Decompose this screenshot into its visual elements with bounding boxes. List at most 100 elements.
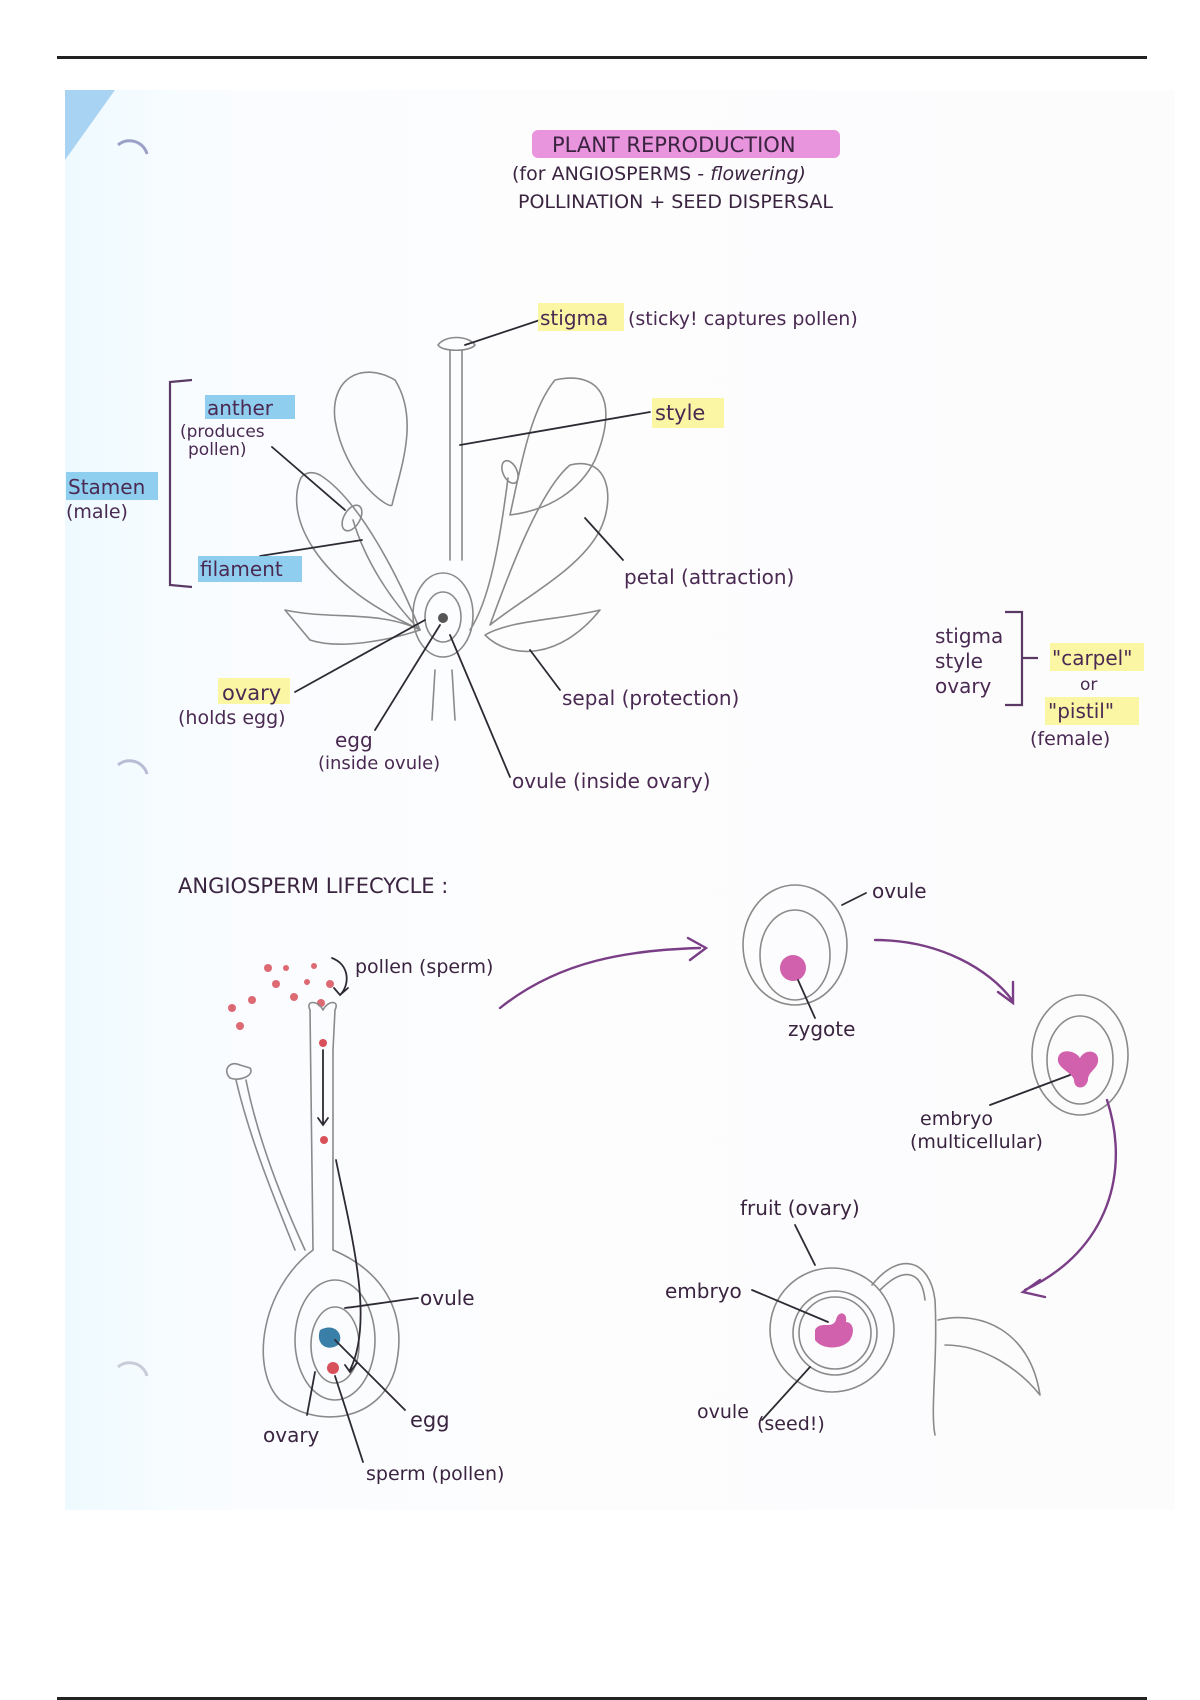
ovule-leader (449, 634, 511, 778)
label-petal: petal (attraction) (624, 565, 794, 589)
tube-arrow (317, 1049, 329, 1127)
flower-drawing (284, 336, 609, 721)
anther-right (501, 459, 519, 485)
embryo-shape (1057, 1051, 1099, 1088)
label-ovule-top: ovule (872, 879, 927, 903)
carpel-part-ovary: ovary (935, 674, 992, 698)
sperm-cell (327, 1362, 339, 1374)
carpel-name: "carpel" (1052, 646, 1132, 670)
fruit-stem (871, 1262, 937, 1436)
carpel-female-note: (female) (1030, 728, 1110, 750)
label-sperm: sperm (pollen) (366, 1463, 504, 1485)
sepal-right (484, 609, 601, 653)
title-block: PLANT REPRODUCTION (for ANGIOSPERMS - fl… (512, 130, 840, 213)
label-ovary-left: ovary (263, 1423, 320, 1447)
flower-stem (431, 669, 456, 721)
arrow-to-fruit (1020, 1098, 1118, 1299)
ovary-outline (262, 1249, 400, 1418)
embryo-diagram: embryo (multicellular) (910, 994, 1129, 1153)
flower-leader-lines (259, 319, 651, 778)
title-highlight (532, 130, 840, 158)
pistil-highlight (1045, 697, 1139, 725)
label-filament: filament (200, 557, 283, 581)
corner-tab (65, 90, 115, 160)
label-egg: egg (335, 728, 373, 752)
style-stalk (449, 349, 463, 561)
ovary-leader (294, 619, 426, 693)
label-ovary: ovary (222, 681, 281, 705)
filament-highlight (198, 556, 302, 582)
title-topics: POLLINATION + SEED DISPERSAL (518, 191, 833, 213)
style-highlight (652, 398, 724, 428)
pollen-arrow (331, 957, 349, 997)
pollen-on-style (319, 1039, 327, 1047)
stamen-bracket (168, 378, 193, 589)
bottom-rule (57, 1697, 1147, 1700)
ovary-leader-left (306, 1371, 316, 1416)
stigma-highlight (538, 303, 624, 331)
fruit-outer (769, 1267, 895, 1393)
lifecycle-filament (235, 1079, 306, 1251)
carpel-highlight (1050, 643, 1144, 671)
egg-cell (318, 1327, 341, 1348)
label-egg-note: (inside ovule) (318, 753, 440, 774)
sperm-leader (334, 1375, 364, 1463)
stigma-leader (464, 319, 541, 346)
embryo-ovule-inner (1046, 1015, 1114, 1105)
label-seed-note: (seed!) (757, 1413, 825, 1435)
filament-right (469, 477, 509, 631)
seed-leader (761, 1366, 811, 1421)
label-embryo-note: (multicellular) (910, 1131, 1043, 1153)
label-style: style (655, 401, 705, 425)
binder-hole-bottom (117, 1361, 149, 1377)
lifecycle-anther (225, 1062, 252, 1080)
label-stigma-note: (sticky! captures pollen) (628, 308, 858, 330)
carpel-or: or (1080, 675, 1097, 695)
label-fruit: fruit (ovary) (740, 1196, 860, 1220)
sepal-left (284, 609, 421, 645)
fruit-leader (794, 1224, 816, 1266)
fruit-embryo-shape (815, 1313, 853, 1348)
zygote-diagram: ovule zygote (742, 879, 927, 1041)
label-stamen-note: (male) (66, 501, 128, 523)
carpel-part-stigma: stigma (935, 624, 1003, 648)
pollen-tube-path (335, 1159, 362, 1374)
egg-dot (438, 613, 448, 623)
petal-top-left (333, 371, 408, 507)
zygote-ovule-outer (742, 884, 848, 1006)
sepal-leader (529, 649, 561, 691)
title-main: PLANT REPRODUCTION (552, 133, 796, 157)
style-tube-right (308, 1001, 337, 1251)
arrow-to-zygote (498, 936, 709, 1010)
petal-left (295, 472, 421, 631)
carpel-definition: stigma style ovary "carpel" or "pistil" … (935, 610, 1144, 750)
pollination-diagram: pollen (sperm) ovule egg ovary sperm (po… (225, 956, 504, 1485)
ovule-outer (294, 1279, 376, 1401)
stamen-highlight (66, 472, 158, 500)
carpel-bracket (1005, 610, 1038, 707)
label-zygote: zygote (788, 1017, 855, 1041)
anther-leader (271, 446, 346, 511)
pollen-grains (228, 963, 334, 1030)
lifecycle-heading: ANGIOSPERM LIFECYCLE : (178, 874, 448, 898)
style-tube-left (309, 1009, 314, 1251)
label-anther-note-2: pollen) (188, 440, 247, 460)
ovary-outer (412, 572, 474, 658)
style-leader (459, 411, 651, 446)
anther-left (341, 504, 363, 532)
label-ovule-seed: ovule (697, 1401, 749, 1423)
label-stigma: stigma (540, 306, 608, 330)
label-sepal: sepal (protection) (562, 686, 739, 710)
fruit-leaf (937, 1316, 1041, 1396)
label-ovary-note: (holds egg) (178, 707, 286, 729)
egg-leader-left (334, 1339, 406, 1411)
arrow-to-embryo (873, 938, 1015, 1006)
pistil-name: "pistil" (1048, 699, 1114, 723)
filament-left (352, 519, 421, 631)
embryo-leader (989, 1074, 1071, 1106)
ovule-leader-left (344, 1297, 419, 1309)
carpel-part-style: style (935, 649, 983, 673)
petal-right (489, 462, 609, 626)
anther-highlight (205, 395, 295, 419)
